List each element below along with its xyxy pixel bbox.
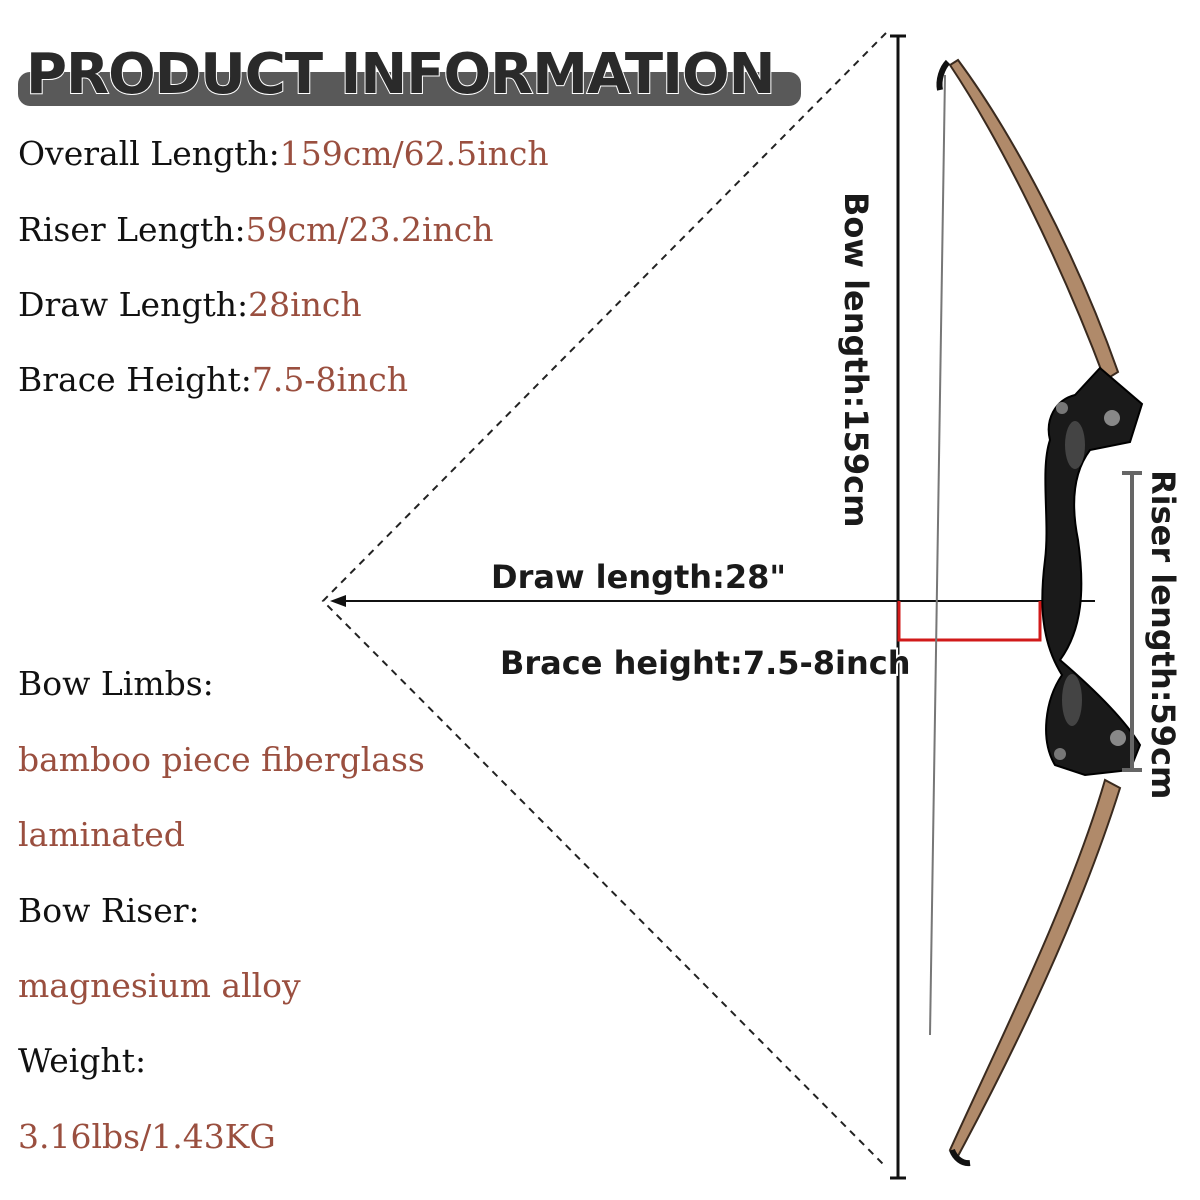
lower-limb: [948, 778, 1122, 1158]
brace-height-marker: [897, 601, 1042, 642]
spec-overall-length: Overall Length:159cm/62.5inch: [18, 134, 549, 174]
header-bar: [18, 72, 801, 106]
dashed-guide: [321, 32, 887, 1168]
riser-bolt: [1054, 748, 1066, 760]
weight-value: 3.16lbs/1.43KG: [18, 1117, 276, 1156]
riser-bolt: [1056, 402, 1068, 414]
draw-length-label: Draw length:28": [491, 558, 786, 596]
limbs-value-line1: bamboo piece fiberglass: [18, 740, 425, 779]
spec-value: 28inch: [248, 285, 362, 324]
riser-value: magnesium alloy: [18, 966, 301, 1005]
page-title: PRODUCT INFORMATION: [25, 41, 776, 108]
spec-draw-length: Draw Length:28inch: [18, 285, 362, 325]
spec-riser-length: Riser Length:59cm/23.2inch: [18, 210, 494, 250]
riser-body: [1041, 366, 1144, 777]
arrow-head-icon: [330, 595, 346, 607]
spec-value: 159cm/62.5inch: [279, 134, 549, 173]
spec-value: 7.5-8inch: [251, 360, 408, 399]
riser-label: Bow Riser:: [18, 891, 200, 930]
bow-length-label: Bow length:159cm: [837, 192, 875, 527]
bow-icon: [936, 58, 1144, 1167]
spec-value: 59cm/23.2inch: [245, 210, 494, 249]
spec-label: Brace Height:: [18, 360, 252, 399]
spec-label: Draw Length:: [18, 285, 249, 324]
brace-height-label: Brace height:7.5-8inch: [500, 644, 911, 682]
page-header: PRODUCT INFORMATION: [18, 41, 801, 108]
riser-bolt: [1110, 730, 1126, 746]
upper-limb: [948, 58, 1120, 382]
bow-string: [929, 74, 946, 1036]
weight-label: Weight:: [18, 1041, 147, 1080]
spec-label: Riser Length:: [18, 210, 246, 249]
lower-limb-tip: [949, 1148, 971, 1167]
spec-brace-height: Brace Height:7.5-8inch: [18, 360, 408, 400]
riser-cutout: [1062, 674, 1082, 726]
limbs-value-line2: laminated: [18, 815, 185, 854]
riser-cutout: [1065, 421, 1085, 469]
upper-limb-tip: [936, 59, 951, 91]
limbs-label: Bow Limbs:: [18, 664, 214, 703]
riser-bolt: [1104, 410, 1120, 426]
riser-length-label: Riser length:59cm: [1144, 470, 1182, 799]
spec-label: Overall Length:: [18, 134, 280, 173]
